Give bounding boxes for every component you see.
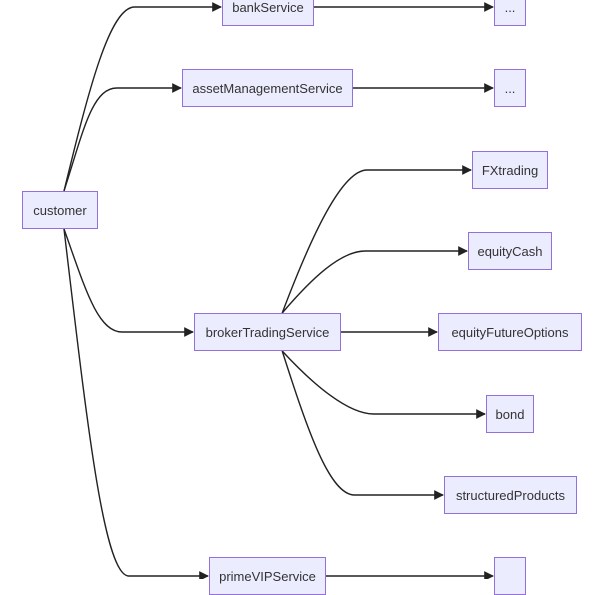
edge-broker-to-fx xyxy=(281,165,472,314)
node-bank-service-label: bankService xyxy=(232,0,304,15)
node-structured-products-label: structuredProducts xyxy=(455,487,566,503)
edge-customer-to-broker xyxy=(63,228,194,337)
node-bank-service-child-label: ... xyxy=(504,0,516,15)
node-equity-cash: equityCash xyxy=(468,232,552,270)
node-asset-management-service-label: assetManagementService xyxy=(192,80,343,96)
node-equity-cash-label: equityCash xyxy=(477,243,543,259)
node-asset-management-child: ... xyxy=(494,69,526,107)
node-prime-vip-service: primeVIPService xyxy=(209,557,326,595)
node-broker-trading-service: brokerTradingService xyxy=(194,313,341,351)
node-customer: customer xyxy=(22,191,98,229)
edge-customer-to-asset xyxy=(63,83,182,192)
edge-broker-to-structured xyxy=(281,350,444,500)
node-structured-products: structuredProducts xyxy=(444,476,577,514)
node-asset-management-child-label: ... xyxy=(504,80,516,96)
node-fx-trading: FXtrading xyxy=(472,151,548,189)
node-bank-service: bankService xyxy=(222,0,314,26)
diagram-canvas: customer bankService assetManagementServ… xyxy=(22,0,582,595)
node-customer-label: customer xyxy=(33,202,87,218)
node-bond-label: bond xyxy=(495,406,525,422)
edge-customer-to-prime xyxy=(63,228,209,579)
node-broker-trading-service-label: brokerTradingService xyxy=(205,324,330,340)
node-prime-vip-service-label: primeVIPService xyxy=(219,568,316,584)
node-equity-future-options-label: equityFutureOptions xyxy=(451,324,569,340)
edges-layer xyxy=(63,2,494,579)
node-bond: bond xyxy=(486,395,534,433)
edge-broker-to-equity_cash xyxy=(281,246,468,314)
edge-broker-to-bond xyxy=(281,350,486,419)
node-fx-trading-label: FXtrading xyxy=(481,162,539,178)
edge-customer-to-bank xyxy=(63,2,222,192)
node-asset-management-service: assetManagementService xyxy=(182,69,353,107)
node-equity-future-options: equityFutureOptions xyxy=(438,313,582,351)
node-bank-service-child: ... xyxy=(494,0,526,26)
node-prime-vip-child xyxy=(494,557,526,595)
